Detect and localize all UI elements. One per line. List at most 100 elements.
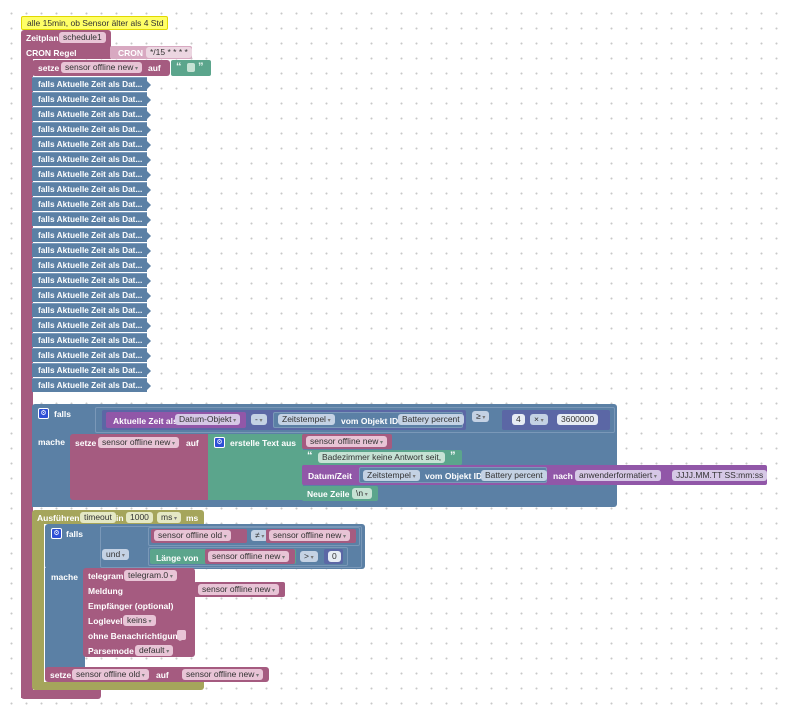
- vom-objekt-label: vom Objekt ID: [341, 416, 399, 426]
- length-var-dropdown[interactable]: sensor offline new: [208, 551, 290, 562]
- timestamp-select-dropdown-2[interactable]: Zeitstempel: [363, 470, 420, 481]
- timeout-unit-dropdown[interactable]: ms: [157, 512, 182, 523]
- gear-icon[interactable]: ⚙: [51, 528, 62, 539]
- compare-operator-dropdown[interactable]: ≥: [472, 411, 490, 422]
- silent-checkbox[interactable]: [177, 630, 186, 640]
- inner-if-body: [45, 568, 85, 676]
- set-initial-setze: setze: [38, 63, 60, 73]
- vom-objekt-label-2: vom Objekt ID: [425, 471, 483, 481]
- collapsed-if-block[interactable]: falls Aktuelle Zeit als Dat...: [32, 212, 151, 227]
- timeout-ausfuehren: Ausführen: [37, 513, 80, 523]
- inner-if-mache: mache: [51, 572, 78, 582]
- collapsed-if-block[interactable]: falls Aktuelle Zeit als Dat...: [32, 197, 151, 212]
- object-id-field[interactable]: Battery percent: [398, 414, 464, 425]
- collapsed-if-block[interactable]: falls Aktuelle Zeit als Dat...: [32, 347, 151, 362]
- schedule-label: Zeitplan: [26, 33, 59, 43]
- parsemode-dropdown[interactable]: default: [135, 645, 174, 656]
- collapsed-if-block[interactable]: falls Aktuelle Zeit als Dat...: [32, 378, 151, 392]
- collapsed-if-block[interactable]: falls Aktuelle Zeit als Dat...: [32, 92, 151, 107]
- telegram-label: telegram: [88, 571, 124, 581]
- collapsed-if-block[interactable]: falls Aktuelle Zeit als Dat...: [32, 287, 151, 302]
- text-close-quote: ”: [198, 61, 204, 73]
- newline-dropdown[interactable]: \n: [352, 488, 372, 499]
- timeout-in: in: [116, 513, 124, 523]
- cron-label: CRON: [118, 48, 144, 58]
- nach-label: nach: [553, 471, 573, 481]
- if-falls-label: falls: [54, 409, 72, 419]
- format-value-field[interactable]: JJJJ.MM.TT SS:mm:ss: [672, 470, 768, 481]
- timeout-bottom-bar: [32, 682, 204, 690]
- telegram-block[interactable]: [83, 568, 195, 657]
- multiply-operator-dropdown[interactable]: ×: [530, 414, 548, 425]
- empty-text-field[interactable]: [187, 63, 195, 72]
- telegram-instance-dropdown[interactable]: telegram.0: [124, 570, 177, 581]
- var-new-dropdown[interactable]: sensor offline new: [269, 530, 351, 541]
- collapsed-if-block[interactable]: falls Aktuelle Zeit als Dat...: [32, 242, 151, 257]
- collapsed-if-block[interactable]: falls Aktuelle Zeit als Dat...: [32, 272, 151, 287]
- text-literal-close: ”: [450, 450, 456, 462]
- collapsed-if-block[interactable]: falls Aktuelle Zeit als Dat...: [32, 227, 151, 242]
- zero-field[interactable]: 0: [328, 551, 341, 562]
- collapsed-if-block[interactable]: falls Aktuelle Zeit als Dat...: [32, 257, 151, 272]
- if-block-right-filler: [32, 434, 72, 507]
- set-old-auf: auf: [156, 670, 169, 680]
- and-operator-dropdown[interactable]: und: [102, 549, 129, 560]
- set-old-setze: setze: [50, 670, 72, 680]
- set-initial-auf: auf: [148, 63, 161, 73]
- collapsed-if-block[interactable]: falls Aktuelle Zeit als Dat...: [32, 362, 151, 377]
- object-id-field-2[interactable]: Battery percent: [481, 470, 547, 481]
- comment-text: alle 15min, ob Sensor älter als 4 Std: [27, 18, 164, 28]
- meldung-var-dropdown[interactable]: sensor offline new: [198, 584, 280, 595]
- text-open-quote: “: [176, 61, 182, 73]
- text-literal-field[interactable]: Badezimmer keine Antwort seit,: [318, 452, 446, 463]
- set-old-value-dropdown[interactable]: sensor offline new: [182, 669, 264, 680]
- schedule-bottom-bar: [21, 690, 101, 699]
- text-literal-open: “: [307, 450, 313, 462]
- silent-label: ohne Benachrichtigung: [88, 631, 183, 641]
- set-initial-variable-dropdown[interactable]: sensor offline new: [61, 62, 143, 73]
- collapsed-if-block[interactable]: falls Aktuelle Zeit als Dat...: [32, 167, 151, 182]
- collapsed-if-block[interactable]: falls Aktuelle Zeit als Dat...: [32, 182, 151, 197]
- ms-value-field[interactable]: 3600000: [557, 414, 599, 425]
- loglevel-label: Loglevel: [88, 616, 123, 626]
- timeout-unit-label: ms: [186, 513, 199, 523]
- collapsed-if-block[interactable]: falls Aktuelle Zeit als Dat...: [32, 332, 151, 347]
- comment-bubble[interactable]: alle 15min, ob Sensor älter als 4 Std: [21, 16, 168, 30]
- collapsed-if-block[interactable]: falls Aktuelle Zeit als Dat...: [32, 77, 151, 91]
- parsemode-label: Parsemode: [88, 646, 134, 656]
- timestamp-select-dropdown[interactable]: Zeitstempel: [278, 414, 335, 425]
- set-text-setze: setze: [75, 438, 97, 448]
- set-text-auf: auf: [186, 438, 199, 448]
- gear-icon[interactable]: ⚙: [38, 408, 49, 419]
- current-time-format-dropdown[interactable]: Datum-Objekt: [175, 414, 241, 425]
- var-old-dropdown[interactable]: sensor offline old: [154, 530, 231, 541]
- set-text-variable-dropdown[interactable]: sensor offline new: [98, 437, 180, 448]
- timeout-name-field[interactable]: timeout: [80, 512, 116, 523]
- neq-operator-dropdown[interactable]: ≠: [251, 530, 269, 541]
- collapsed-if-block[interactable]: falls Aktuelle Zeit als Dat...: [32, 122, 151, 137]
- factor-field[interactable]: 4: [512, 414, 525, 425]
- minus-operator-dropdown[interactable]: -: [251, 414, 267, 425]
- set-old-variable-dropdown[interactable]: sensor offline old: [72, 669, 149, 680]
- collapsed-if-block[interactable]: falls Aktuelle Zeit als Dat...: [32, 317, 151, 332]
- inner-if-falls: falls: [66, 529, 84, 539]
- collapsed-if-block[interactable]: falls Aktuelle Zeit als Dat...: [32, 152, 151, 167]
- current-time-label: Aktuelle Zeit als: [113, 416, 178, 426]
- newline-label: Neue Zeile: [307, 489, 350, 499]
- collapsed-if-block[interactable]: falls Aktuelle Zeit als Dat...: [32, 137, 151, 152]
- timeout-value-field[interactable]: 1000: [126, 512, 153, 523]
- loglevel-dropdown[interactable]: keins: [123, 615, 156, 626]
- empfaenger-label: Empfänger (optional): [88, 601, 174, 611]
- gear-icon[interactable]: ⚙: [214, 437, 225, 448]
- meldung-label: Meldung: [88, 586, 123, 596]
- format-mode-dropdown[interactable]: anwenderformatiert: [575, 470, 661, 481]
- gt-operator-dropdown[interactable]: >: [300, 551, 318, 562]
- if-mache-label: mache: [38, 437, 65, 447]
- cron-value-field[interactable]: */15 * * * *: [146, 47, 192, 58]
- timeout-left-bar: [32, 523, 44, 683]
- collapsed-if-block[interactable]: falls Aktuelle Zeit als Dat...: [32, 107, 151, 122]
- text-var-dropdown[interactable]: sensor offline new: [306, 436, 388, 447]
- schedule-left-bar: [21, 58, 33, 698]
- schedule-name-field[interactable]: schedule1: [59, 32, 106, 43]
- collapsed-if-block[interactable]: falls Aktuelle Zeit als Dat...: [32, 302, 151, 317]
